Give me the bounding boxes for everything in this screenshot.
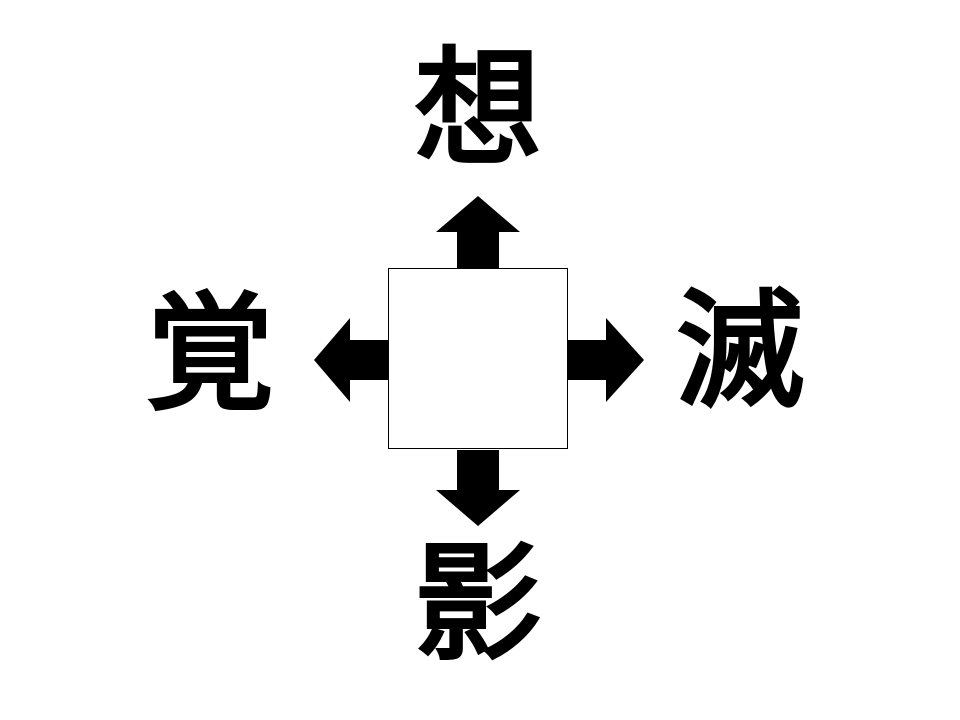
- kanji-bottom: 影: [413, 530, 542, 679]
- kanji-top: 想: [413, 35, 542, 184]
- kanji-left: 覚: [145, 280, 274, 429]
- answer-box[interactable]: [388, 268, 568, 449]
- kanji-right: 滅: [675, 277, 804, 426]
- arrow-right-icon: [568, 318, 644, 402]
- arrow-left-icon: [314, 318, 388, 402]
- arrow-up-icon: [436, 196, 520, 270]
- arrow-down-icon: [436, 450, 520, 526]
